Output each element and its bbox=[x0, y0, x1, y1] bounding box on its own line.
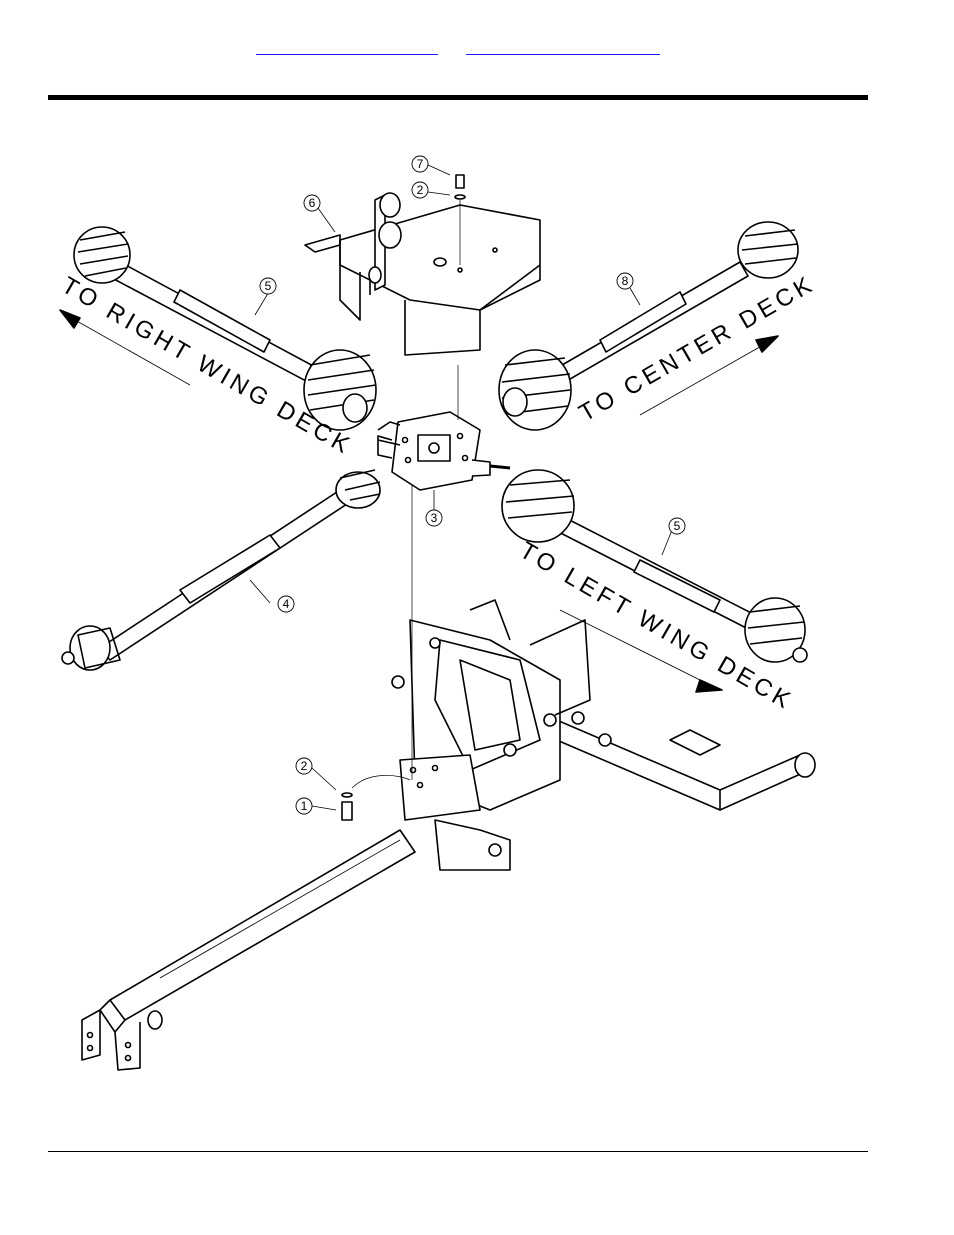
callout-1: 1 bbox=[301, 799, 308, 813]
parts-diagram: 7 2 6 5 8 3 5 4 2 1 TO RIGHT WING DECK T… bbox=[40, 140, 840, 1080]
callout-2-bottom: 2 bbox=[301, 759, 308, 773]
bottom-rule bbox=[48, 1151, 868, 1152]
callout-5-left: 5 bbox=[674, 519, 681, 533]
callout-5-right: 5 bbox=[265, 279, 272, 293]
header-link-2[interactable] bbox=[466, 40, 660, 55]
callout-8: 8 bbox=[622, 274, 629, 288]
header-link-1[interactable] bbox=[256, 40, 438, 55]
callout-7: 7 bbox=[417, 157, 424, 171]
frame-main-tube bbox=[82, 830, 415, 1070]
callout-6: 6 bbox=[309, 196, 316, 210]
callout-2-top: 2 bbox=[417, 183, 424, 197]
driveline-4 bbox=[62, 470, 380, 670]
header-links bbox=[0, 40, 954, 60]
callout-3: 3 bbox=[431, 511, 438, 525]
callout-4: 4 bbox=[283, 597, 290, 611]
top-rule bbox=[48, 95, 868, 100]
shield bbox=[305, 193, 540, 355]
gearbox bbox=[378, 412, 510, 490]
